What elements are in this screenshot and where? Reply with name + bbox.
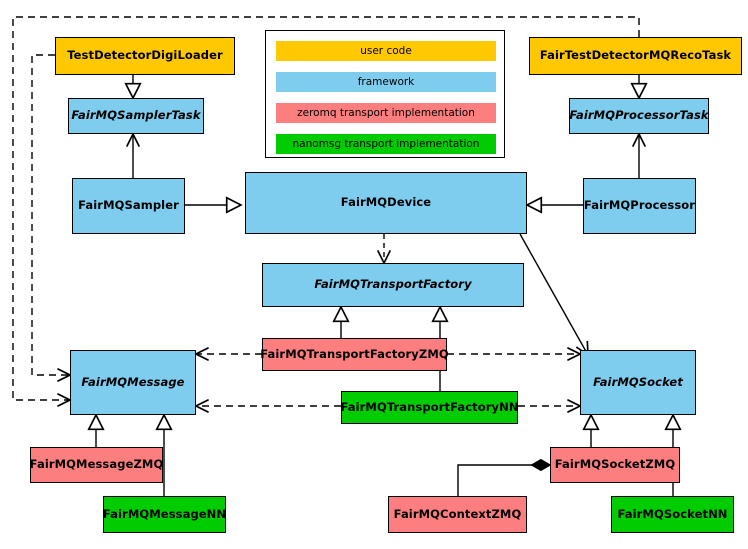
legend-item-zeromq: zeromq transport implementation <box>276 103 496 123</box>
class-node-fairmqprocessortask[interactable]: FairMQProcessorTask <box>569 98 709 134</box>
legend-panel: user code framework zeromq transport imp… <box>265 30 505 158</box>
legend-item-nanomsg: nanomsg transport implementation <box>276 134 496 154</box>
class-node-testdetectordigiloader[interactable]: TestDetectorDigiLoader <box>55 37 235 75</box>
class-node-fairmqmessage[interactable]: FairMQMessage <box>70 350 196 415</box>
legend-item-framework: framework <box>276 72 496 92</box>
class-node-fairmqprocessor[interactable]: FairMQProcessor <box>583 178 696 234</box>
class-node-fairmqsampler[interactable]: FairMQSampler <box>72 178 185 234</box>
class-node-fairmqtransportfactoryzmq[interactable]: FairMQTransportFactoryZMQ <box>260 338 449 371</box>
class-node-fairmqsocketnn[interactable]: FairMQSocketNN <box>611 496 734 533</box>
class-node-fairmqtransportfactorynn[interactable]: FairMQTransportFactoryNN <box>340 391 518 424</box>
class-node-fairmqsocketzmq[interactable]: FairMQSocketZMQ <box>550 447 680 483</box>
class-node-fairmqcontextzmq[interactable]: FairMQContextZMQ <box>388 496 527 533</box>
class-node-fairmqsocket[interactable]: FairMQSocket <box>580 350 696 415</box>
legend-item-user-code: user code <box>276 41 496 61</box>
class-node-fairtestdetectormqrecotask[interactable]: FairTestDetectorMQRecoTask <box>529 37 742 75</box>
class-node-fairmqtransportfactory[interactable]: FairMQTransportFactory <box>262 263 524 307</box>
class-node-fairmqmessagenn[interactable]: FairMQMessageNN <box>103 496 226 533</box>
class-node-fairmqmessagezmq[interactable]: FairMQMessageZMQ <box>30 447 163 483</box>
class-node-fairmqsamplertask[interactable]: FairMQSamplerTask <box>68 98 204 134</box>
class-node-fairmqdevice[interactable]: FairMQDevice <box>245 172 527 234</box>
